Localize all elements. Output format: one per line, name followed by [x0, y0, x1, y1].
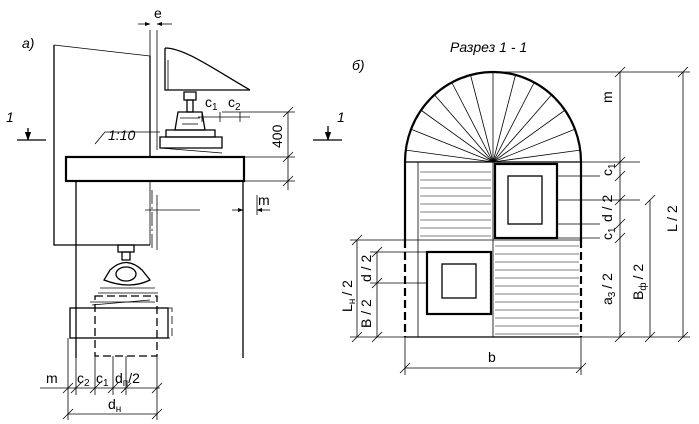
dim-c1-b-label: c1: [599, 163, 618, 176]
slope-label: 1:10: [108, 127, 135, 143]
dim-L2-label: L / 2: [664, 205, 680, 232]
section-mark-right-label: 1: [337, 109, 345, 125]
dim-c1-lower-b-label: c1: [599, 227, 618, 240]
column-outline: [53, 30, 158, 250]
view-b: б) Разрез 1 - 1: [339, 39, 690, 375]
dim-400: 400: [222, 106, 295, 163]
slope-note: 1:10: [94, 127, 160, 145]
view-b-label: б): [352, 57, 365, 73]
hatch-right-lower: [495, 245, 579, 335]
dim-Ln-label: Lн/ 2: [339, 280, 358, 312]
dims-left: Lн/ 2 d / 2 B / 2: [339, 234, 427, 343]
dim-d2-left-label: d / 2: [358, 255, 374, 282]
stub-lower: [425, 250, 493, 316]
view-a: а) 1:10: [6, 5, 345, 420]
foundation-slab: [64, 155, 246, 358]
dim-c1-bottom-label: c1: [96, 370, 109, 389]
dim-e: e: [138, 5, 172, 56]
dim-d2-b-label: d / 2: [599, 195, 615, 222]
dim-bottom: m c2 c1 dп/2 dн: [40, 338, 163, 420]
dims-right: m c1 d / 2 c1 a3/ 2 Bф/ 2 L / 2: [493, 66, 690, 343]
dim-b: b: [399, 337, 587, 375]
dim-m-right: m: [232, 157, 295, 215]
dim-a3-label: a3/ 2: [599, 273, 618, 305]
dim-c2-bottom-label: c2: [77, 370, 90, 389]
dim-m-right-label: m: [258, 192, 270, 208]
stub-upper: [493, 162, 559, 240]
dim-m-b-label: m: [599, 91, 615, 103]
dim-400-label: 400: [269, 124, 285, 148]
dim-dn-label: dн: [108, 396, 121, 415]
dim-bf-label: Bф/ 2: [630, 264, 649, 300]
dim-c1-c2-top: c1 c2: [198, 94, 250, 122]
dim-c2-label: c2: [228, 94, 241, 113]
view-a-label: а): [22, 35, 34, 51]
section-mark-right: 1: [313, 109, 345, 141]
dim-m-bottom-label: m: [46, 370, 58, 386]
dome: [403, 70, 583, 163]
dim-e-label: e: [154, 5, 162, 21]
section-mark-left-label: 1: [6, 109, 14, 125]
dim-dp-label: dп/2: [115, 370, 140, 389]
body-outline: [403, 162, 583, 338]
dim-b-label: b: [488, 349, 496, 365]
lower-wheel: [98, 244, 158, 294]
dim-c1-label: c1: [205, 94, 218, 113]
section-title: Разрез 1 - 1: [450, 39, 527, 55]
section-mark-left: 1: [6, 109, 46, 141]
hatch-left-upper: [420, 171, 491, 237]
crane-beam-top: [159, 47, 251, 154]
dim-B2-label: B / 2: [358, 299, 374, 328]
lower-beam: [69, 295, 173, 357]
